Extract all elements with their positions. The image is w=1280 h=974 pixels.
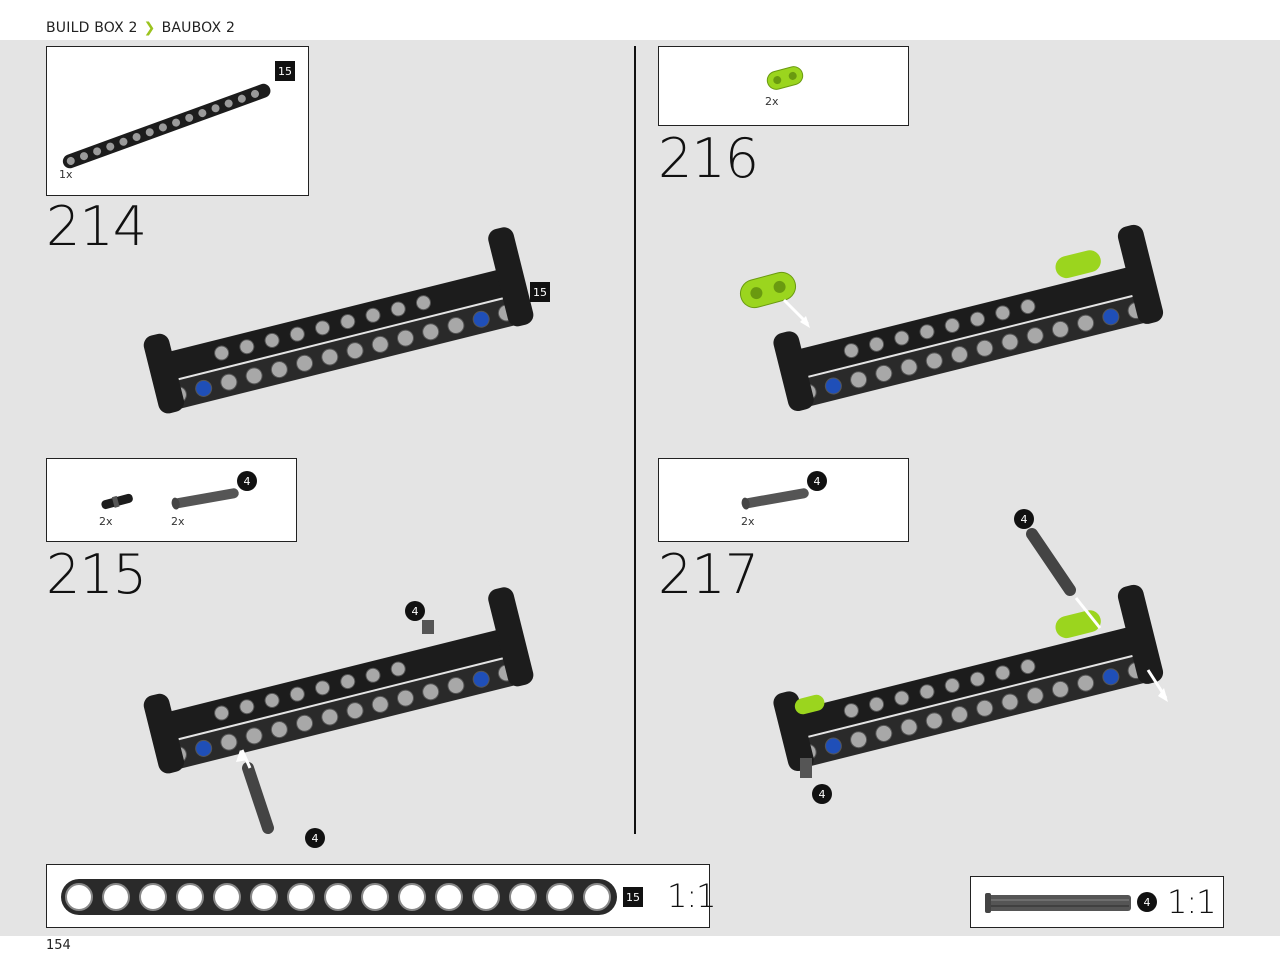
axle-4-scale-icon bbox=[985, 893, 1131, 913]
axle-scale-box: 4 1:1 bbox=[970, 876, 1224, 928]
beam-15-scale-icon bbox=[61, 879, 617, 915]
parts-callout-215: 2x 4 2x bbox=[46, 458, 297, 542]
axle-badge-bottom: 4 bbox=[812, 784, 832, 804]
axle-4-icon bbox=[171, 488, 239, 510]
length-badge: 4 bbox=[1137, 892, 1157, 912]
axle-badge-top: 4 bbox=[405, 601, 425, 621]
baubox-label: BAUBOX 2 bbox=[161, 20, 236, 36]
assembly-215-illustration bbox=[143, 587, 534, 834]
part-quantity: 2x bbox=[99, 515, 113, 528]
chevron-right-icon: ❯ bbox=[143, 20, 156, 36]
length-badge: 4 bbox=[237, 471, 257, 491]
scale-label: 1:1 bbox=[667, 877, 716, 915]
assembly-217-illustration bbox=[773, 528, 1168, 778]
beam-15-icon bbox=[62, 83, 271, 169]
axle-badge-bottom: 4 bbox=[305, 828, 325, 848]
axle-4-icon bbox=[741, 488, 809, 510]
build-box-label: BUILD BOX 2 bbox=[46, 20, 138, 36]
page-footer bbox=[0, 936, 1280, 974]
part-quantity: 2x bbox=[171, 515, 185, 528]
axle-badge-top: 4 bbox=[1014, 509, 1034, 529]
part-quantity: 2x bbox=[741, 515, 755, 528]
page-number: 154 bbox=[46, 938, 71, 953]
lime-connector-icon bbox=[766, 66, 804, 90]
assembly-216-illustration bbox=[739, 224, 1164, 412]
step-number-214: 214 bbox=[46, 195, 147, 258]
step-number-216: 216 bbox=[658, 127, 759, 190]
length-badge: 15 bbox=[623, 887, 643, 907]
length-badge: 15 bbox=[275, 61, 295, 81]
length-badge: 4 bbox=[807, 471, 827, 491]
pin-connector-icon bbox=[101, 493, 133, 510]
step-number-215: 215 bbox=[46, 543, 147, 606]
beam-scale-box: 15 1:1 bbox=[46, 864, 716, 928]
step-number-217: 217 bbox=[658, 543, 759, 606]
length-badge: 15 bbox=[530, 282, 550, 302]
column-divider bbox=[634, 46, 636, 834]
page-header: BUILD BOX 2 ❯ BAUBOX 2 bbox=[0, 0, 1280, 40]
parts-callout-214: 15 1x bbox=[46, 46, 309, 196]
part-quantity: 2x bbox=[765, 95, 779, 108]
part-quantity: 1x bbox=[59, 168, 73, 181]
header-title: BUILD BOX 2 ❯ BAUBOX 2 bbox=[46, 20, 235, 36]
scale-label: 1:1 bbox=[1167, 883, 1216, 921]
parts-callout-216: 2x bbox=[658, 46, 909, 126]
parts-callout-217: 4 2x bbox=[658, 458, 909, 542]
assembly-214-illustration bbox=[143, 227, 534, 414]
